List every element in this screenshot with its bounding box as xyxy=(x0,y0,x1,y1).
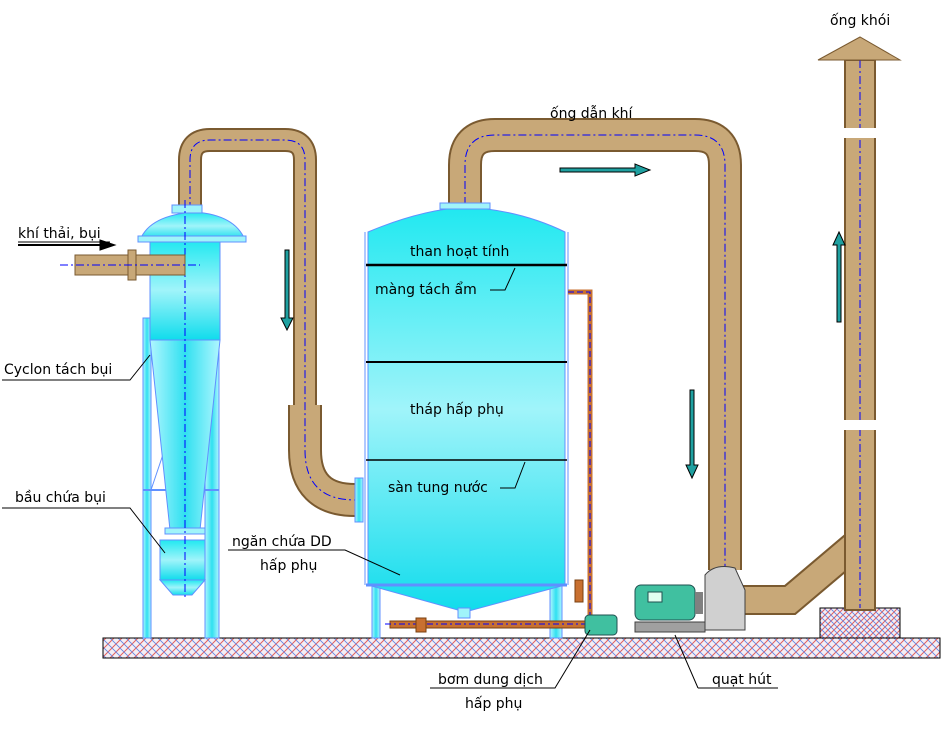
dust-hopper xyxy=(159,539,206,581)
liquid-piping xyxy=(385,289,618,636)
motor xyxy=(634,584,696,621)
flow-arrows xyxy=(18,163,846,480)
fan-to-chimney-duct xyxy=(740,533,865,615)
chimney xyxy=(817,36,902,611)
label-dust-hopper: bầu chứa bụi xyxy=(15,490,106,506)
leader-lines xyxy=(2,241,778,689)
label-chimney: ống khói xyxy=(830,12,890,29)
gas-duct xyxy=(448,118,742,570)
label-fan: quạt hút xyxy=(712,672,772,688)
tower-inlet-flange xyxy=(354,477,364,523)
duct-cyclone-to-tower xyxy=(178,128,356,517)
label-tower: tháp hấp phụ xyxy=(410,402,504,418)
label-pump-2: hấp phụ xyxy=(465,696,522,712)
label-spray-deck: sàn tung nước xyxy=(388,480,488,496)
label-pump-1: bơm dung dịch xyxy=(438,672,543,688)
label-demister: màng tách ẩm xyxy=(375,281,477,298)
label-tank-2: hấp phụ xyxy=(260,558,317,574)
exhaust-fan xyxy=(634,566,746,633)
pump xyxy=(584,614,618,636)
label-inlet: khí thải, bụi xyxy=(18,226,101,242)
chimney-base xyxy=(819,607,901,639)
label-activated-carbon: than hoạt tính xyxy=(410,244,509,260)
label-tank-1: ngăn chứa DD xyxy=(232,534,332,550)
chimney-cap xyxy=(817,36,902,61)
inlet-pipe xyxy=(60,249,200,281)
ground-slab xyxy=(102,637,941,659)
adsorption-tower xyxy=(364,202,569,639)
label-cyclone: Cyclon tách bụi xyxy=(4,362,112,378)
label-gas-duct: ống dẫn khí xyxy=(550,105,634,122)
